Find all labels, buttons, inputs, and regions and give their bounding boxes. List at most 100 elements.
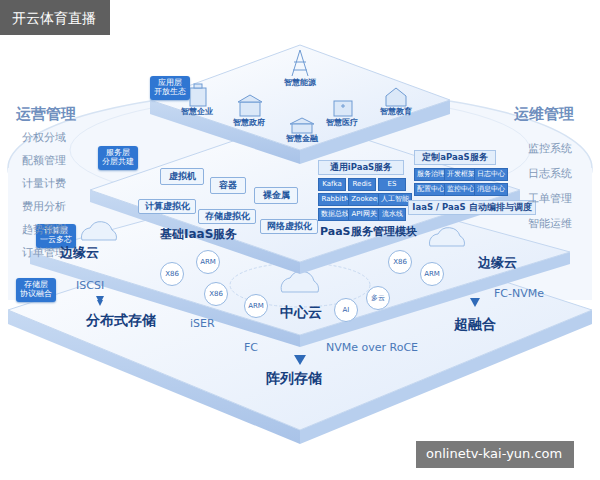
- scene-label: 智慧医疗: [326, 118, 358, 127]
- node-text: 服务层: [106, 149, 130, 158]
- node-text: ARM: [200, 258, 216, 266]
- cloud-label: 中心云: [280, 304, 322, 320]
- service-box: 计算虚拟化: [138, 199, 196, 214]
- node-text: 数据总线: [321, 210, 349, 218]
- chip-circle: 多云: [366, 286, 390, 310]
- middleware-box: API网关: [348, 208, 380, 221]
- middleware-box: ES: [378, 178, 406, 191]
- middleware-box: 流水线: [378, 208, 406, 221]
- side-item: 订单管理: [22, 247, 66, 260]
- node-text: 裸金属: [263, 190, 290, 200]
- node-text: 多云: [371, 294, 385, 302]
- service-box: 存储虚拟化: [198, 209, 256, 224]
- side-item: 分权分域: [22, 132, 66, 145]
- node-text: 虚拟机: [169, 171, 196, 181]
- node-text: API网关: [351, 210, 376, 218]
- node-text: X86: [209, 290, 223, 298]
- side-item: 智能运维: [528, 218, 572, 231]
- side-item: 配额管理: [22, 155, 66, 168]
- side-item: 工单管理: [528, 193, 572, 206]
- scene-label: 智慧企业: [181, 107, 213, 116]
- node-text: 分层共建: [102, 158, 134, 167]
- node-text: 容器: [219, 180, 237, 190]
- cloud-label: 边缘云: [478, 256, 517, 271]
- scene-label: 智慧教育: [380, 107, 412, 116]
- node-text: 监控中心: [447, 185, 475, 193]
- node-text: ARM: [248, 302, 264, 310]
- node-text: 服务治理: [417, 170, 445, 178]
- node-text: 流水线: [382, 210, 403, 218]
- node-text: 协议融合: [20, 290, 52, 299]
- node-text: 消息中心: [477, 185, 505, 193]
- node-text: X86: [165, 270, 179, 278]
- node-text: 一云多芯: [40, 236, 72, 245]
- node-text: 日志中心: [477, 170, 505, 178]
- side-item: 日志系统: [528, 168, 572, 181]
- node-text: AI: [343, 306, 350, 314]
- protocol-label: NVMe over RoCE: [326, 342, 418, 355]
- layer-tag: 应用层开放生态: [150, 76, 190, 100]
- node-text: IaaS / PaaS 自动编排与调度: [412, 203, 531, 213]
- node-text: 通用iPaaS服务: [330, 163, 393, 173]
- apaas-box: 服务治理: [414, 168, 448, 181]
- middleware-box: 人工智能: [378, 193, 412, 206]
- scene-label: 智慧金融: [286, 134, 318, 143]
- node-text: 计算虚拟化: [145, 201, 190, 211]
- cloud-label: 边缘云: [60, 246, 99, 261]
- node-text: 存储虚拟化: [205, 211, 250, 221]
- node-text: 人工智能: [381, 195, 409, 203]
- orchestration-box: IaaS / PaaS 自动编排与调度: [408, 200, 536, 215]
- chip-circle: AI: [334, 298, 358, 322]
- side-item: 监控系统: [528, 143, 572, 156]
- node-text: 配置中心: [417, 185, 445, 193]
- side-item: 计量计费: [22, 178, 66, 191]
- protocol-label: iSER: [190, 318, 215, 331]
- node-text: 网络虚拟化: [267, 221, 312, 231]
- chip-circle: X86: [388, 250, 412, 274]
- middleware-box: 数据总线: [318, 208, 352, 221]
- watermark: onlinetv-kai-yun.com: [416, 441, 574, 468]
- side-heading: 运维管理: [514, 106, 574, 123]
- storage-label: 阵列存储: [266, 370, 322, 386]
- side-heading: 运营管理: [16, 106, 76, 123]
- node-text: ES: [388, 180, 397, 188]
- apaas-box: 日志中心: [474, 168, 508, 181]
- chip-circle: X86: [160, 262, 184, 286]
- side-item: 费用分析: [22, 201, 66, 214]
- node-text: Kafka: [322, 180, 341, 188]
- protocol-label: FC-NVMe: [494, 288, 544, 301]
- layer-module-title: 基础IaaS服务: [160, 228, 237, 242]
- apaas-box: 配置中心: [414, 183, 448, 196]
- protocol-label: ISCSI: [76, 280, 104, 293]
- scene-label: 智慧能源: [284, 78, 316, 87]
- node-text: 存储层: [24, 281, 48, 290]
- node-text: 开发框架: [447, 170, 475, 178]
- storage-label: 分布式存储: [86, 312, 156, 328]
- scene-label: 智慧政府: [233, 118, 265, 127]
- protocol-label: FC: [244, 342, 258, 355]
- layer-tag: 服务层分层共建: [98, 146, 138, 170]
- node-text: 开放生态: [154, 88, 186, 97]
- apaas-box: 开发框架: [444, 168, 478, 181]
- service-header: 通用iPaaS服务: [318, 160, 404, 175]
- chip-circle: X86: [204, 282, 228, 306]
- chip-circle: ARM: [196, 250, 220, 274]
- service-box: 容器: [210, 177, 246, 194]
- node-text: 应用层: [158, 79, 182, 88]
- side-item: 趋势预测: [22, 224, 66, 237]
- service-box: 网络虚拟化: [260, 219, 318, 234]
- node-text: X86: [393, 258, 407, 266]
- apaas-box: 监控中心: [444, 183, 478, 196]
- middleware-box: Redis: [348, 178, 376, 191]
- node-text: 定制aPaaS服务: [422, 153, 487, 163]
- watermark: 开云体育直播: [0, 0, 110, 35]
- service-box: 虚拟机: [160, 168, 204, 185]
- apaas-box: 消息中心: [474, 183, 508, 196]
- middleware-box: Kafka: [318, 178, 346, 191]
- storage-label: 超融合: [454, 316, 496, 332]
- node-text: ARM: [424, 270, 440, 278]
- node-text: Redis: [353, 180, 372, 188]
- chip-circle: ARM: [420, 262, 444, 286]
